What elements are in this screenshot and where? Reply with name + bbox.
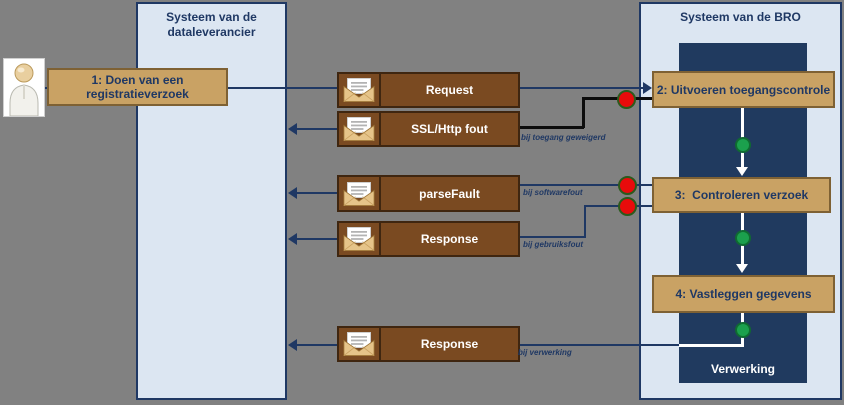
error-dot-toegangscontrole [617,90,636,109]
ok-dot-after-controleren [735,230,751,246]
dataleverancier-panel-title: Systeem van de dataleverancier [166,10,257,39]
error-dot-controleren-2 [618,197,637,216]
message-label-request: Request [425,83,474,97]
parsefault-return-line [296,192,337,194]
activity-label-4: 4: Vastleggen gegevens [675,287,812,301]
activity-box-toegangscontrole: 2: Uitvoeren toegangscontrole [652,71,835,108]
actor-step-box: 1: Doen van een registratieverzoek [47,68,228,106]
message-parsefault: parseFault [337,175,520,212]
message-label-response-ok: Response [420,337,479,351]
condition-toegang-geweigerd: bij toegang geweigerd [521,133,606,142]
person-glyph-icon [9,63,39,117]
error-dot-controleren-1 [618,176,637,195]
flow-arrowhead-3-icon [736,167,748,176]
final-response-arrowhead-icon [288,339,297,351]
request-arrowhead-icon [643,82,652,94]
envelope-icon [339,113,381,145]
envelope-icon [339,223,381,255]
request-line-right [520,87,644,89]
message-label-response-fout: Response [420,232,479,246]
envelope-icon [339,177,381,210]
dataleverancier-panel: Systeem van de dataleverancier [136,2,287,400]
error-path-vertical-segment [582,97,585,128]
envelope-icon [339,328,381,360]
activity-box-controleren: 3: Controleren verzoek [652,177,831,213]
condition-gebruiksfout: bij gebruiksfout [523,240,583,249]
final-response-line-right [520,344,680,346]
final-response-return-line [296,344,337,346]
activity-label-3: 3: Controleren verzoek [674,188,809,202]
parsefault-line-right [520,184,652,186]
message-response-ok: Response [337,326,520,362]
response-elbow-vertical-segment [584,205,586,237]
response-return-arrowhead-icon [288,233,297,245]
error-path-bottom-segment [520,126,584,129]
condition-verwerking: bij verwerking [518,348,572,357]
response-elbow-bottom-segment [520,236,586,238]
message-response-fout: Response [337,221,520,257]
response-return-line [296,238,337,240]
ok-dot-after-toegangscontrole [735,137,751,153]
activity-box-vastleggen: 4: Vastleggen gegevens [652,275,835,313]
condition-softwarefout: bij softwarefout [523,188,583,197]
ok-dot-after-vastleggen [735,322,751,338]
message-ssl-http-fout: SSL/Http fout [337,111,520,147]
ssl-return-line [296,128,337,130]
activity-label-2: 2: Uitvoeren toegangscontrole [656,82,831,97]
message-label-ssl: SSL/Http fout [411,122,488,136]
message-request: Request [337,72,520,108]
actor-step-label: 1: Doen van een registratieverzoek [86,73,189,101]
verwerking-label: Verwerking [710,362,776,376]
ssl-return-arrowhead-icon [288,123,297,135]
flow-arrowhead-4-icon [736,264,748,273]
envelope-icon [339,74,381,106]
bro-panel-title: Systeem van de BRO [680,10,801,24]
parsefault-return-arrowhead-icon [288,187,297,199]
person-icon [3,58,45,117]
flow-line-out-left [679,344,743,347]
message-label-parsefault: parseFault [419,186,480,201]
